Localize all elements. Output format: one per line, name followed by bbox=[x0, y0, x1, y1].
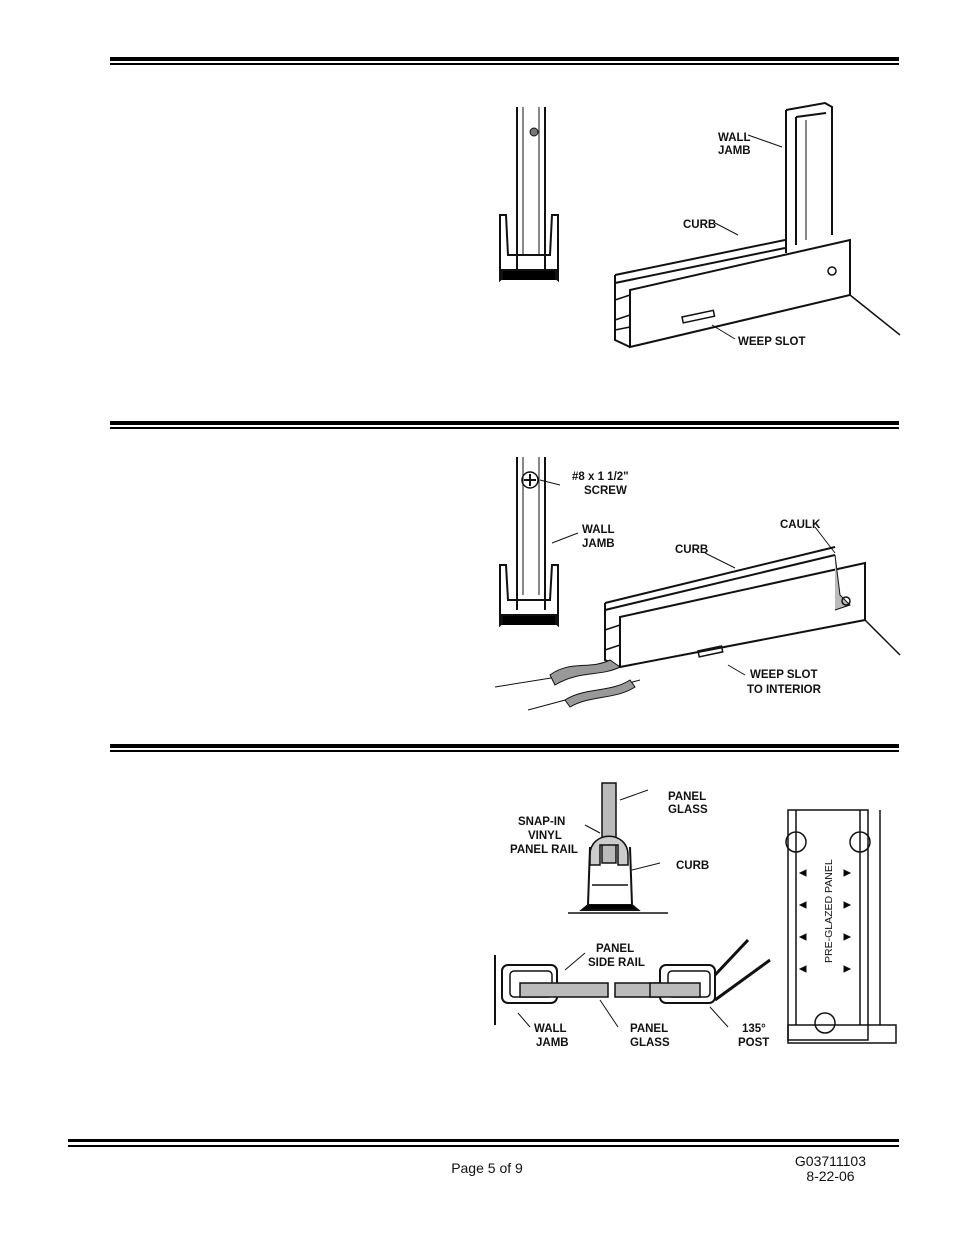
label-side-rail-1: PANEL bbox=[596, 943, 634, 955]
label-weep-slot-2: WEEP SLOT bbox=[750, 669, 818, 681]
section-divider-3 bbox=[110, 744, 899, 753]
label-caulk: CAULK bbox=[780, 519, 821, 531]
curb-drawing bbox=[614, 238, 901, 349]
figure-wall-jamb-curb: WALL JAMB CURB WEEP SLOT bbox=[499, 101, 901, 349]
label-panel-glass-1: PANEL bbox=[630, 1023, 668, 1035]
label-pre-glazed-panel: PRE-GLAZED PANEL bbox=[823, 859, 835, 963]
label-side-rail-2: SIDE RAIL bbox=[588, 957, 645, 969]
label-135-post-1: 135° bbox=[742, 1023, 766, 1035]
section-divider-1 bbox=[110, 57, 899, 66]
label-to-interior: TO INTERIOR bbox=[747, 684, 822, 696]
section-divider-2 bbox=[110, 421, 899, 430]
label-curb-1: CURB bbox=[683, 219, 716, 231]
label-wall-1: WALL bbox=[718, 132, 751, 144]
page-number: Page 5 of 9 bbox=[451, 1160, 523, 1176]
screw-icon bbox=[521, 471, 539, 489]
label-screw: SCREW bbox=[584, 485, 627, 497]
label-curb-3: CURB bbox=[676, 860, 709, 872]
label-jamb-3: JAMB bbox=[536, 1037, 569, 1049]
label-snap-in: SNAP-IN bbox=[518, 816, 565, 828]
label-panel-glass-2: GLASS bbox=[630, 1037, 670, 1049]
footer-divider bbox=[68, 1139, 899, 1148]
label-screw-size: #8 x 1 1/2" bbox=[572, 471, 629, 483]
document-number: G03711103 bbox=[794, 1153, 866, 1169]
label-135-post-2: POST bbox=[738, 1037, 769, 1049]
pre-glazed-panel-drawing bbox=[785, 809, 897, 1044]
curb-caulk-drawing bbox=[494, 546, 901, 711]
label-jamb-2: JAMB bbox=[582, 538, 615, 550]
jamb-section-drawing bbox=[499, 107, 559, 283]
figure-panel-rail: PANEL GLASS SNAP-IN VINYL PANEL RAIL CUR… bbox=[494, 782, 897, 1049]
document-date: 8-22-06 bbox=[806, 1168, 855, 1184]
label-panel-glass-top-1: PANEL bbox=[668, 791, 706, 803]
label-panel-glass-top-2: GLASS bbox=[668, 804, 708, 816]
label-wall-2: WALL bbox=[582, 524, 615, 536]
label-vinyl: VINYL bbox=[528, 830, 562, 842]
document-code: G03711103 8-22-06 bbox=[795, 1154, 866, 1184]
jamb-screw-drawing bbox=[499, 457, 559, 628]
label-curb-2: CURB bbox=[675, 544, 708, 556]
label-jamb-1: JAMB bbox=[718, 145, 751, 157]
panel-rail-section-drawing bbox=[568, 782, 668, 914]
wall-jamb-drawing bbox=[785, 101, 833, 253]
label-wall-3: WALL bbox=[534, 1023, 567, 1035]
label-panel-rail: PANEL RAIL bbox=[510, 844, 578, 856]
side-rail-plan-drawing bbox=[494, 938, 771, 1025]
figure-screw-caulk: #8 x 1 1/2" SCREW WALL JAMB CURB CAULK W… bbox=[494, 457, 901, 711]
label-weep-slot-1: WEEP SLOT bbox=[738, 336, 806, 348]
